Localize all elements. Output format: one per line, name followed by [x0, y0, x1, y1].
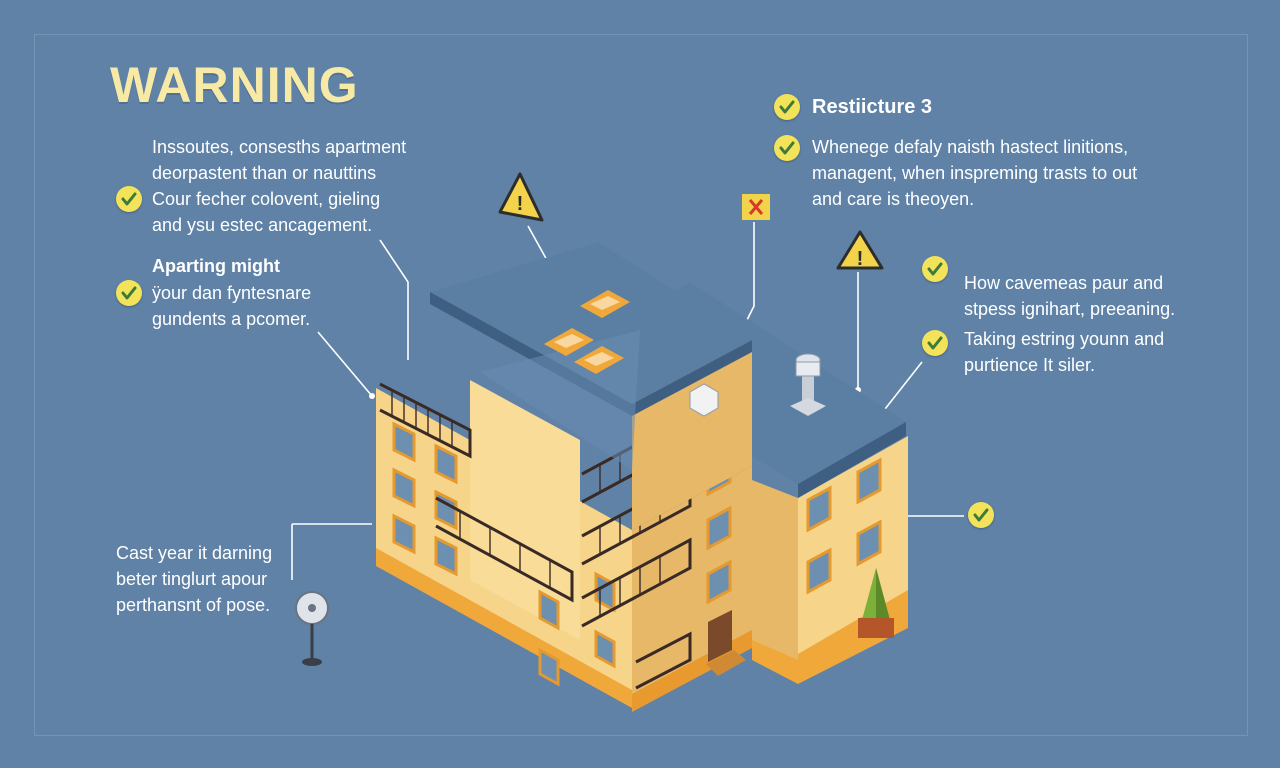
skylights — [544, 290, 630, 374]
callout-dot — [369, 393, 375, 399]
callout-line-left-1 — [379, 239, 409, 360]
right-text-1-line-2: managent, when inspreming trasts to out — [812, 163, 1138, 183]
right-text-1-line-3: and care is theoyen. — [812, 189, 975, 209]
right-wing-windows — [806, 457, 882, 595]
svg-text:!: ! — [517, 193, 524, 215]
error-x-icon — [742, 194, 770, 220]
right-text-2-line-1: How cavemeas paur and — [964, 273, 1164, 293]
left-text-1-line-4: and ysu estec ancagement. — [152, 215, 373, 235]
right-text-2-line-3: Taking estring younn and — [964, 329, 1165, 349]
check-icon — [922, 330, 948, 356]
warning-triangle-icon: ! — [836, 230, 884, 270]
tree-icon — [858, 568, 894, 638]
front-bay — [470, 380, 580, 640]
left-text-3-line-1: Cast year it darning — [116, 543, 273, 563]
vent-icon — [790, 353, 826, 416]
left-text-1-line-2: deorpastent than or nauttins — [152, 163, 377, 183]
door — [708, 610, 732, 662]
door-steps — [706, 650, 746, 676]
check-icon — [116, 186, 142, 212]
right-text-2-line-4: purtience It siler. — [964, 355, 1096, 375]
main-roof — [430, 242, 752, 404]
upper-right-wall — [632, 340, 752, 530]
fan-icon — [295, 591, 329, 666]
right-text-1-line-1: Whenege defaly naisth hastect linitions, — [812, 137, 1129, 157]
callout-line-left-2 — [317, 331, 373, 397]
left-heading-2: Aparting might — [152, 256, 280, 276]
check-icon — [116, 280, 142, 306]
warning-triangle-icon: ! — [498, 172, 544, 222]
right-text-2-line-2: stpess ignihart, preeaning. — [964, 299, 1176, 319]
roof-edge-right — [632, 340, 752, 416]
left-text-1-line-1: Inssoutes, consesths apartment — [152, 137, 407, 157]
check-icon — [922, 256, 948, 282]
svg-text:!: ! — [857, 248, 864, 270]
left-text-3-line-3: perthansnt of pose. — [116, 595, 271, 615]
right-wing-side — [752, 480, 798, 660]
check-icon — [968, 502, 994, 528]
right-wing-roof-edge — [798, 422, 906, 498]
left-text-1-line-3: Cour fecher colovent, gieling — [152, 189, 381, 209]
left-text-2-line-1: ÿour dan fyntesnare — [152, 283, 312, 303]
left-text-2-line-2: gundents a pcomer. — [152, 309, 311, 329]
check-icon — [774, 94, 800, 120]
page-title: WARNING — [110, 57, 359, 113]
roof-box — [689, 383, 719, 417]
right-heading-1: Restiicture 3 — [812, 96, 933, 118]
left-text-3-line-2: beter tinglurt apour — [116, 569, 268, 589]
check-icon — [774, 135, 800, 161]
